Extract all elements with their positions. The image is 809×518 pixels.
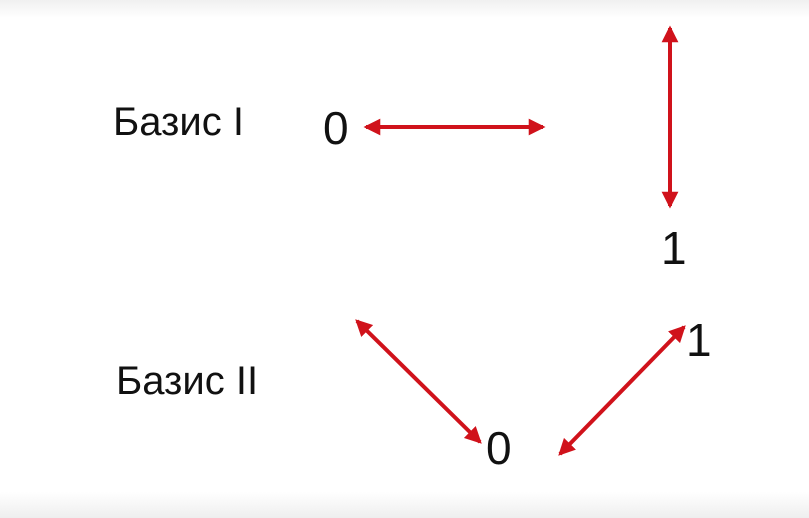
- basis-1-label: Базис I: [113, 100, 244, 144]
- basis-1-state-1: 1: [661, 222, 687, 274]
- basis-2-label: Базис II: [116, 359, 259, 403]
- basis-2-diagonal-arrow-left: [355, 319, 482, 444]
- basis-2-diagonal-arrow-right: [558, 325, 686, 456]
- basis-2-state-0: 0: [486, 422, 512, 474]
- top-shade: [0, 0, 809, 18]
- basis-1-state-0: 0: [323, 102, 349, 154]
- bottom-shade: [0, 492, 809, 518]
- basis-2-state-1: 1: [686, 314, 712, 366]
